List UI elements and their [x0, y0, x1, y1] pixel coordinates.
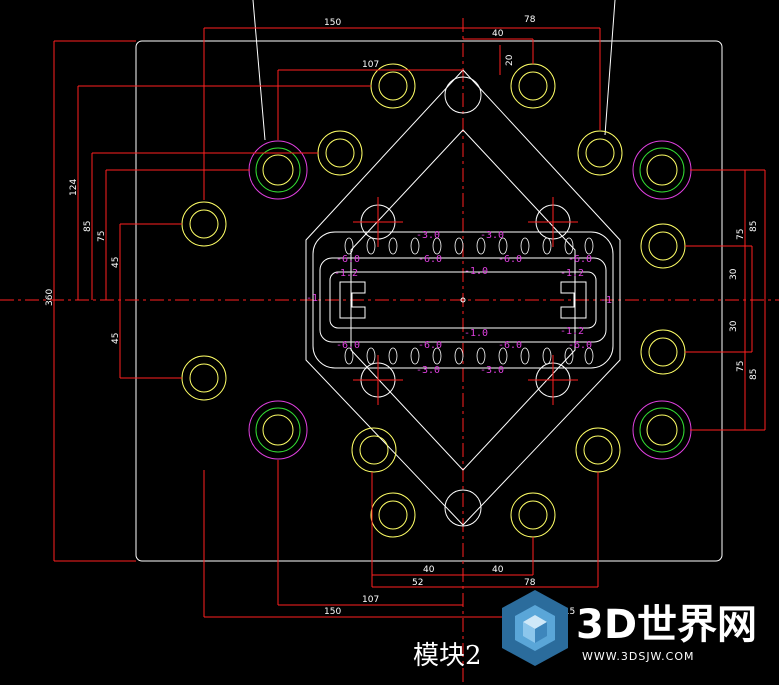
dim-right-85-upper: 85 — [749, 221, 759, 232]
depth-annotation: -1 — [306, 293, 318, 304]
depth-annotations: -3.0 -3.0 -6.0 -6.0 -6.0 -6.0 -1.2 -1.0 … — [306, 230, 612, 376]
depth-annotation: -6.0 — [418, 254, 442, 265]
dim-right-30-lower: 30 — [729, 320, 739, 332]
vent-holes — [344, 237, 594, 365]
cavity-slot — [312, 231, 614, 369]
dim-right-75-lower: 75 — [736, 361, 746, 372]
cube-logo-icon — [502, 590, 568, 666]
dim-right-30-upper: 30 — [729, 268, 739, 280]
depth-annotation: -6.0 — [568, 340, 592, 351]
dim-left-45-lower: 45 — [111, 333, 121, 344]
watermark: 3D世界网 WWW.3DSJW.COM — [502, 590, 757, 666]
plate-outline — [135, 40, 723, 562]
depth-annotation: -6.0 — [498, 340, 522, 351]
depth-annotation: -6.0 — [498, 254, 522, 265]
dim-bottom-40-left: 40 — [423, 565, 435, 575]
center-marks — [353, 197, 578, 405]
drawing-caption: 模块2 — [413, 641, 482, 671]
dim-top-40: 40 — [492, 29, 504, 39]
depth-annotation: -6.0 — [336, 254, 360, 265]
depth-annotation: -3.0 — [480, 230, 504, 241]
dim-top-107: 107 — [362, 60, 379, 70]
dim-top-78: 78 — [524, 15, 536, 25]
depth-annotation: -6.0 — [568, 254, 592, 265]
depth-annotation: -3.0 — [416, 230, 440, 241]
dim-top-150: 150 — [324, 18, 341, 28]
dim-left-85: 85 — [83, 221, 93, 232]
depth-annotation: -3.0 — [416, 365, 440, 376]
watermark-brand: 3D世界网 — [576, 602, 757, 648]
depth-annotation: -3.0 — [480, 365, 504, 376]
dim-bottom-52: 52 — [412, 578, 423, 588]
depth-annotation: -6.0 — [336, 340, 360, 351]
dimension-labels-right: 75 85 30 30 75 85 — [729, 221, 759, 380]
depth-annotation: -1.0 — [464, 266, 488, 277]
depth-annotation: -1.0 — [464, 328, 488, 339]
leader-line-right — [604, 0, 616, 136]
dim-bottom-107: 107 — [362, 595, 379, 605]
dimension-labels-top: 150 78 40 107 20 — [324, 15, 536, 70]
watermark-url: WWW.3DSJW.COM — [582, 650, 695, 663]
depth-annotation: -1 — [600, 295, 612, 306]
dim-left-45-upper: 45 — [111, 257, 121, 268]
dim-bottom-150: 150 — [324, 607, 341, 617]
dim-bottom-78: 78 — [524, 578, 536, 588]
leader-line-left — [252, 0, 266, 141]
dim-top-20: 20 — [505, 54, 515, 66]
dim-bottom-40-right: 40 — [492, 565, 504, 575]
depth-annotation: -1.2 — [560, 268, 584, 279]
depth-annotation: -1.2 — [560, 326, 584, 337]
dimension-lines — [53, 27, 766, 618]
depth-annotation: -6.0 — [418, 340, 442, 351]
depth-annotation: -1.2 — [334, 268, 358, 279]
dim-left-124: 124 — [69, 179, 79, 196]
dimension-labels-left: 360 124 85 75 45 45 — [45, 179, 121, 344]
dim-right-85-lower: 85 — [749, 369, 759, 380]
dim-right-75-upper: 75 — [736, 229, 746, 240]
dim-left-75: 75 — [97, 231, 107, 242]
dim-left-360: 360 — [45, 289, 55, 306]
